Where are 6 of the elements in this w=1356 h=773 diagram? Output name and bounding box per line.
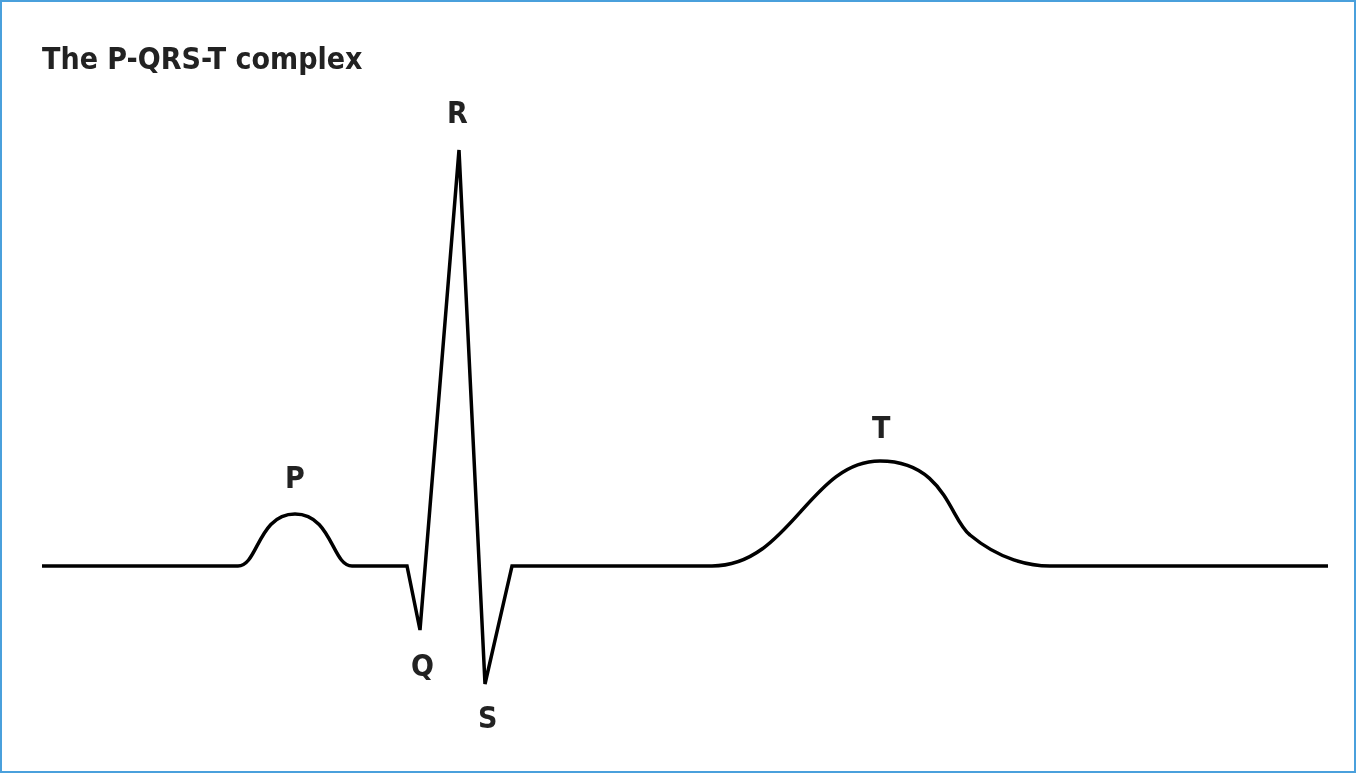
wave-label: Q — [411, 651, 434, 681]
wave-label: P — [285, 463, 305, 493]
wave-label: S — [478, 703, 498, 733]
wave-label: T — [872, 413, 891, 443]
title: The P-QRS-T complex — [42, 44, 363, 74]
wave-label: R — [447, 98, 468, 128]
